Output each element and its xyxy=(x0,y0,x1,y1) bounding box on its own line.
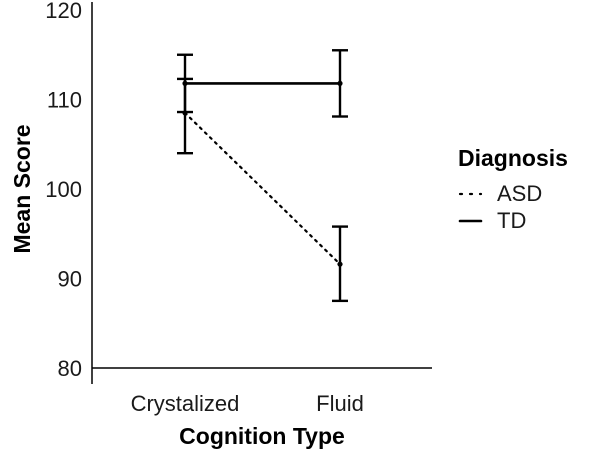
y-tick-label: 100 xyxy=(45,177,82,202)
x-axis-title: Cognition Type xyxy=(179,423,345,449)
y-tick-label: 110 xyxy=(47,88,82,113)
y-tick-label: 90 xyxy=(58,267,82,292)
data-point xyxy=(182,80,188,86)
series-td xyxy=(177,49,348,118)
series-asd xyxy=(177,77,348,303)
data-point xyxy=(337,261,343,267)
series-line xyxy=(183,111,342,266)
data-point xyxy=(337,80,343,86)
axes xyxy=(91,2,432,384)
y-axis-title: Mean Score xyxy=(9,124,35,253)
legend-title: Diagnosis xyxy=(458,145,568,171)
y-tick-label: 80 xyxy=(58,356,82,381)
x-tick-label: Crystalized xyxy=(131,391,240,416)
y-tick-label: 120 xyxy=(45,0,82,23)
x-ticks: Crystalized Fluid xyxy=(131,391,364,416)
x-tick-label: Fluid xyxy=(316,391,364,416)
series-layer xyxy=(177,49,348,303)
legend-label-td: TD xyxy=(497,208,526,233)
y-ticks: 80 90 100 110 120 xyxy=(45,0,82,381)
legend-label-asd: ASD xyxy=(497,181,542,206)
